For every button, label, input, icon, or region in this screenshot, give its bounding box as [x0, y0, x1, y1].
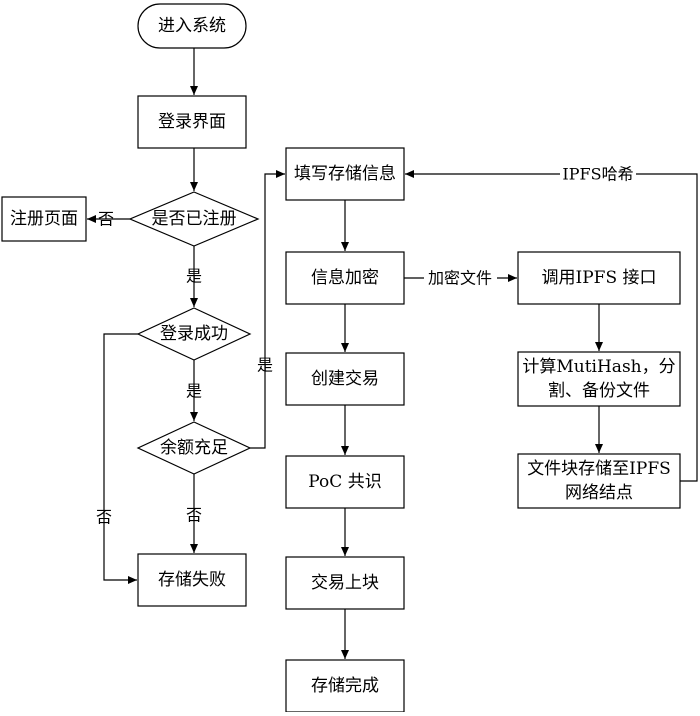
compute-hash-label-line2: 割、备份文件	[548, 381, 650, 401]
call-ipfs-label: 调用IPFS 接口	[542, 268, 657, 288]
edge-label-no-balance: 否	[186, 506, 202, 525]
call-ipfs-box	[517, 251, 681, 305]
start-terminal	[137, 3, 247, 49]
store-done-label: 存储完成	[311, 676, 379, 696]
arrow-balance-yes	[250, 170, 285, 449]
login-page-label: 登录界面	[158, 112, 226, 132]
fill-info-box	[285, 147, 405, 201]
poc-consensus-label: PoC 共识	[308, 472, 381, 492]
edge-label-no-login: 否	[96, 508, 112, 527]
tx-onchain-box	[285, 556, 405, 610]
compute-hash-box	[517, 351, 681, 407]
edge-label-ipfs-hash: IPFS哈希	[562, 165, 633, 184]
line-blocks-to-return	[636, 173, 698, 482]
store-fail-box	[137, 553, 247, 607]
edge-label-yes-balance: 是	[257, 356, 273, 375]
store-done-box	[285, 659, 405, 713]
edge-label-yes-registered: 是	[186, 267, 202, 286]
poc-consensus-box	[285, 455, 405, 509]
register-page-label: 注册页面	[10, 209, 78, 229]
encrypt-info-box	[285, 251, 405, 305]
create-tx-label: 创建交易	[311, 369, 379, 389]
arrow-login-success-no	[103, 333, 138, 584]
login-page-box	[137, 95, 247, 149]
login-success-label: 登录成功	[160, 324, 228, 344]
encrypt-info-label: 信息加密	[311, 268, 379, 288]
enter-system-label: 进入系统	[158, 16, 226, 36]
edge-label-encrypt-file: 加密文件	[428, 269, 492, 288]
register-page-box	[1, 196, 87, 242]
store-blocks-label-line2: 网络结点	[565, 483, 633, 503]
edge-label-yes-login: 是	[186, 382, 202, 401]
store-fail-label: 存储失败	[158, 570, 226, 590]
tx-onchain-label: 交易上块	[311, 573, 379, 593]
is-registered-label: 是否已注册	[152, 209, 237, 229]
compute-hash-label-line1: 计算MutiHash，分	[522, 357, 675, 377]
store-blocks-box	[517, 453, 681, 509]
edge-label-no-register: 否	[98, 210, 114, 229]
balance-enough-label: 余额充足	[160, 438, 228, 458]
create-tx-box	[285, 352, 405, 406]
store-blocks-label-line1: 文件块存储至IPFS	[527, 459, 671, 479]
fill-info-label: 填写存储信息	[294, 164, 396, 184]
